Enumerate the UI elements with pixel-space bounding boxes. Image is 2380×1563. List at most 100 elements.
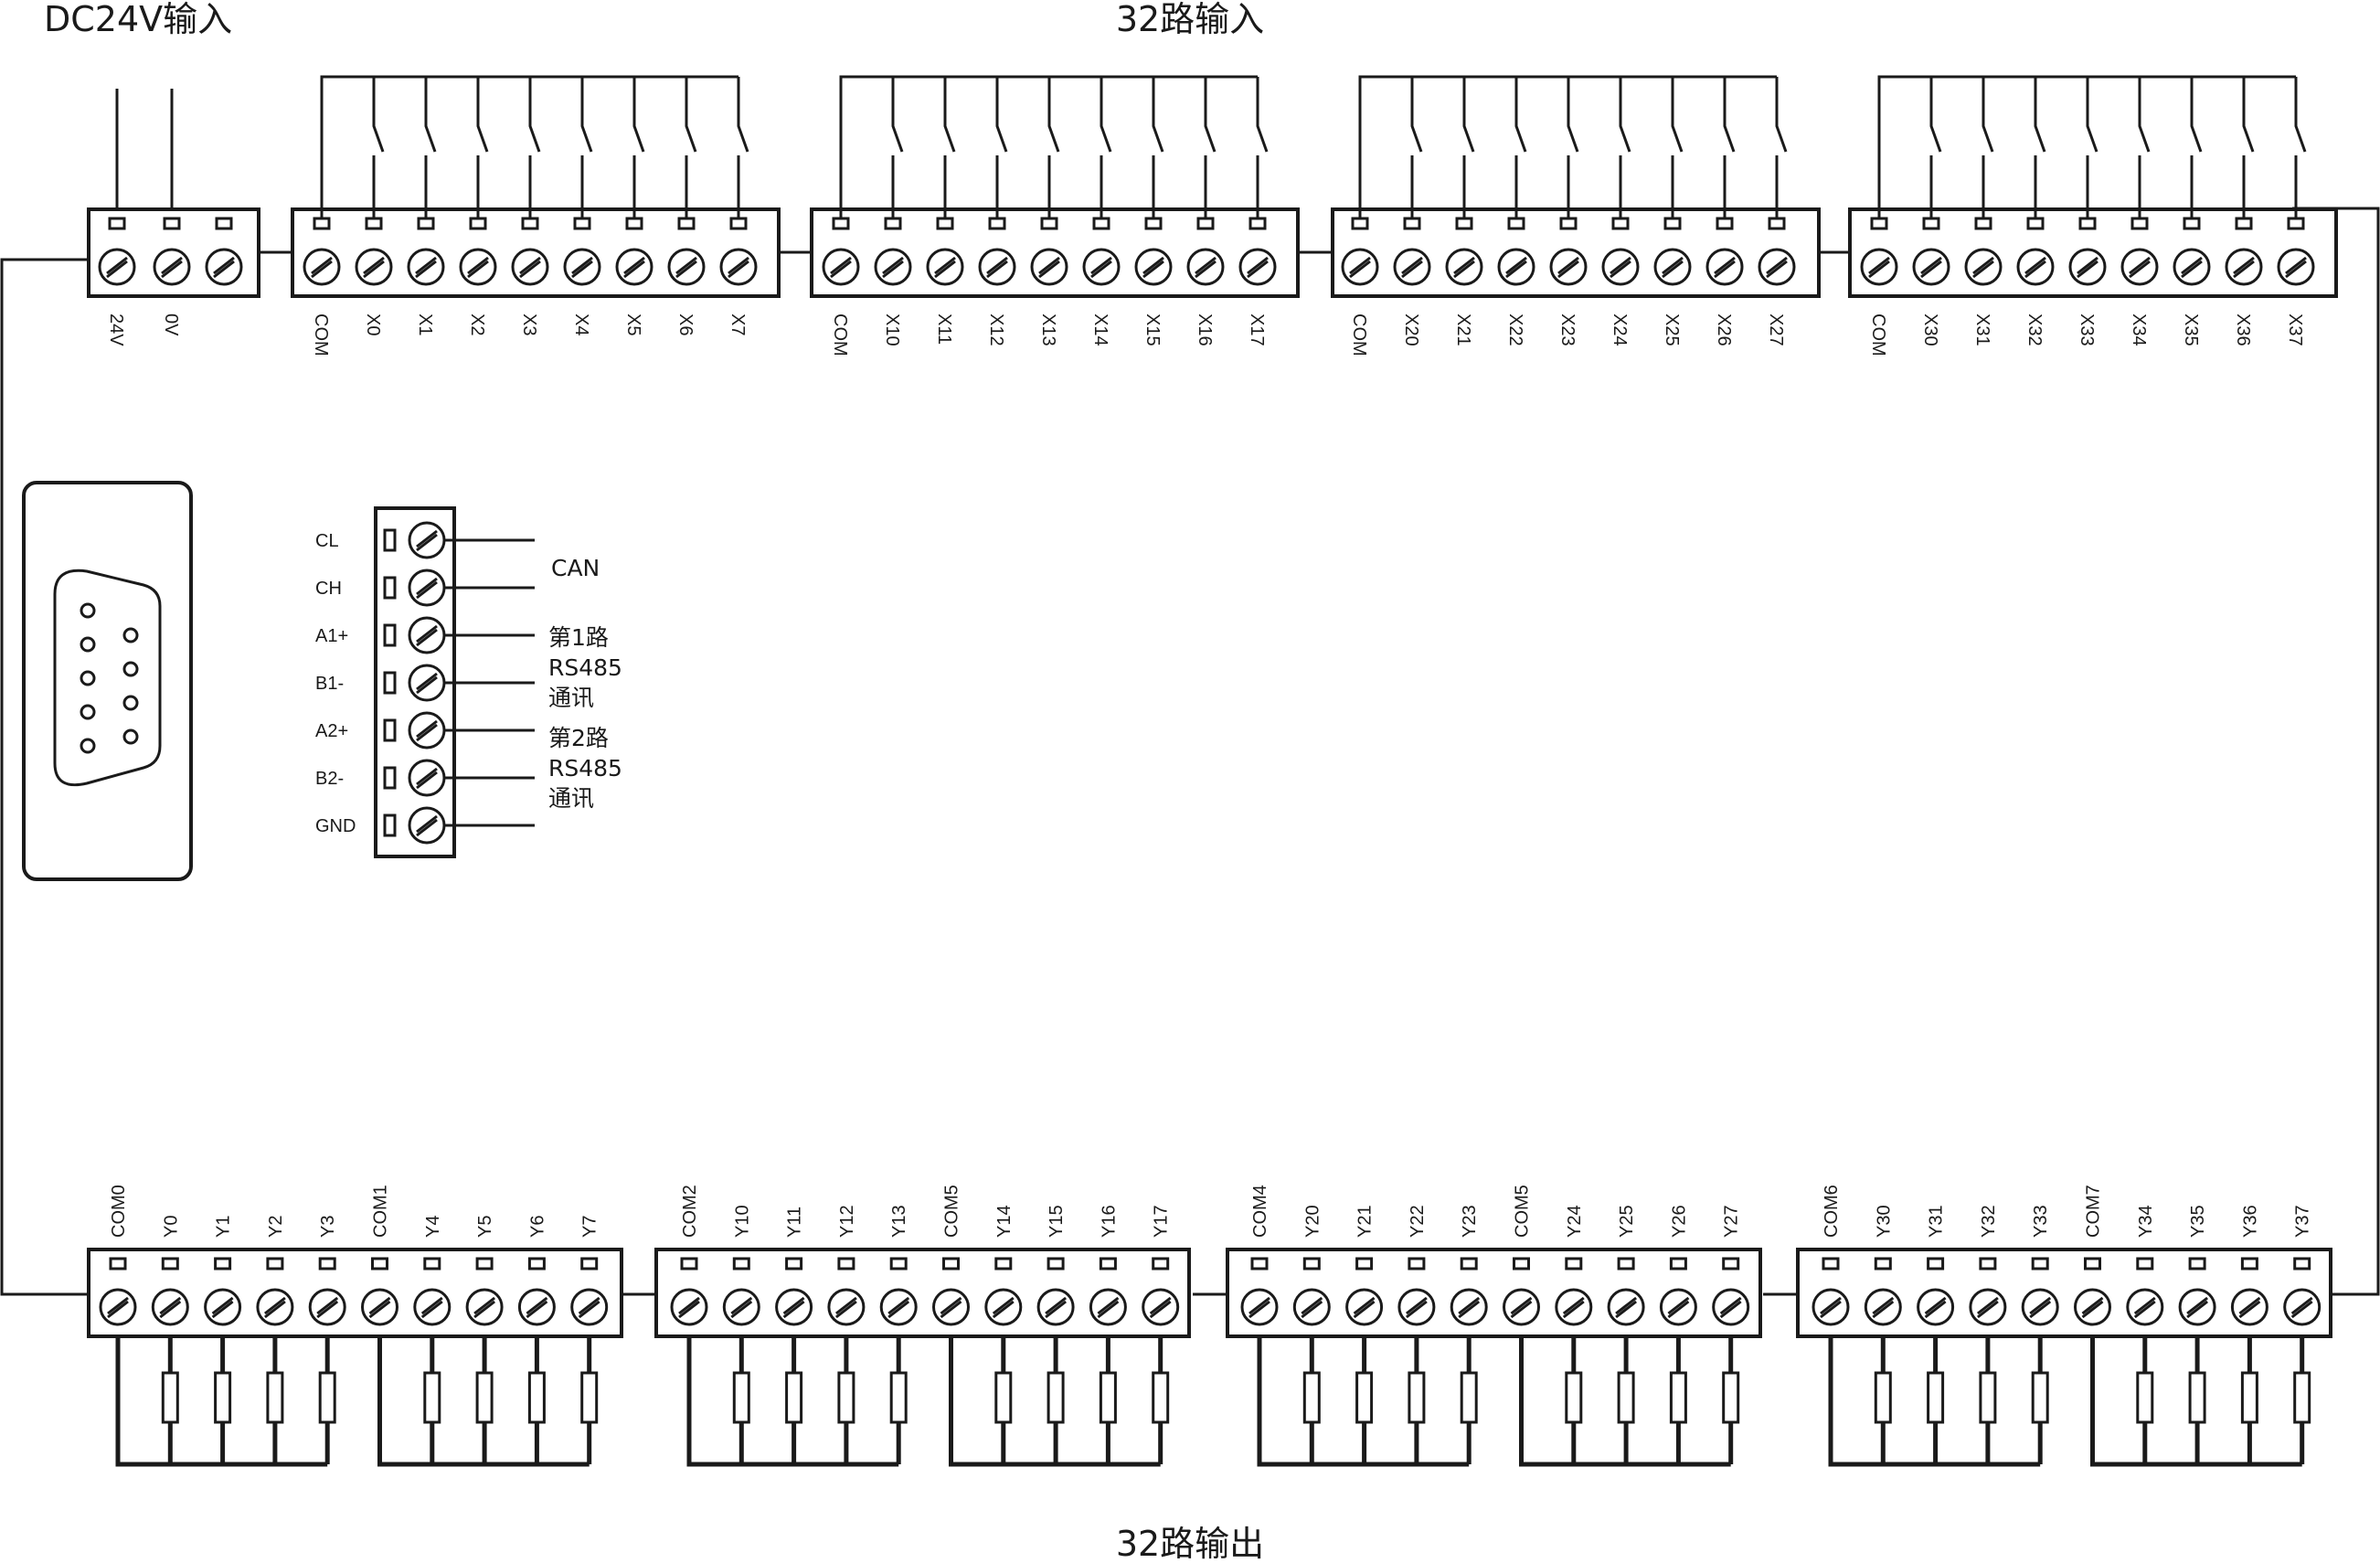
input-indicator [2287, 217, 2305, 230]
output-indicator [318, 1257, 336, 1271]
screw-terminal [1397, 1288, 1436, 1326]
output-indicator [2188, 1257, 2206, 1271]
output-pin-label: COM5 [942, 1185, 962, 1238]
input-pin-label: X4 [571, 314, 591, 335]
screw-terminal [413, 1288, 452, 1326]
comm-pin-label: GND [315, 816, 356, 836]
output-indicator [161, 1257, 179, 1271]
input-switch [528, 77, 541, 218]
screw-terminal [1134, 248, 1173, 286]
input-indicator [2026, 217, 2045, 230]
load-resistor [994, 1371, 1013, 1424]
input-indicator [729, 217, 748, 230]
output-indicator [1047, 1257, 1065, 1271]
output-indicator [1099, 1257, 1117, 1271]
screw-terminal [1964, 248, 2003, 286]
output-common-return [949, 1336, 1161, 1467]
screw-terminal [1497, 248, 1535, 286]
load-resistor [580, 1371, 599, 1424]
screw-terminal [2225, 248, 2263, 286]
output-indicator [1460, 1257, 1478, 1271]
screw-terminal [153, 248, 191, 286]
output-indicator [423, 1257, 441, 1271]
outputs-title: 32路输出 [1116, 1524, 1264, 1563]
load-resistor [1979, 1371, 1997, 1424]
screw-terminal [465, 1288, 504, 1326]
input-pin-label: X33 [2077, 314, 2097, 346]
screw-terminal [204, 1288, 242, 1326]
power-indicator [108, 217, 126, 230]
output-indicator [371, 1257, 388, 1271]
input-switch [2242, 77, 2255, 218]
load-resistor [1152, 1371, 1170, 1424]
screw-terminal [355, 248, 393, 286]
output-pin-label: Y11 [785, 1207, 805, 1238]
input-indicator [1611, 217, 1630, 230]
load-resistor [837, 1371, 855, 1424]
screw-terminal [1549, 248, 1588, 286]
input-indicator [1248, 217, 1267, 230]
output-indicator [2136, 1257, 2154, 1271]
comm-indicator [383, 813, 397, 837]
db9-pin [80, 602, 96, 619]
input-indicator [573, 217, 591, 230]
input-indicator [313, 217, 331, 230]
comm-pin-label: CL [315, 531, 339, 551]
power-indicator [215, 217, 233, 230]
output-pin-label: Y7 [580, 1216, 600, 1238]
screw-terminal [1036, 1288, 1075, 1326]
screw-terminal [670, 1288, 708, 1326]
screw-terminal [2283, 1288, 2322, 1326]
output-common-return [686, 1336, 899, 1467]
input-pin-label: COM [1868, 314, 1888, 356]
input-indicator [2183, 217, 2201, 230]
output-indicator [1669, 1257, 1687, 1271]
output-indicator [1874, 1257, 1892, 1271]
screw-terminal [932, 1288, 970, 1326]
output-pin-label: Y35 [2188, 1205, 2208, 1238]
comm-pin-label: B2- [315, 769, 344, 789]
screw-terminal [511, 248, 549, 286]
input-pin-label: COM [830, 314, 850, 356]
screw-terminal [205, 248, 243, 286]
input-pin-label: X12 [986, 314, 1006, 346]
screw-terminal [1607, 1288, 1645, 1326]
screw-terminal [98, 248, 136, 286]
output-pin-label: Y26 [1669, 1205, 1689, 1238]
db9-shell [53, 569, 162, 787]
inputs-title: 32路输入 [1116, 0, 1264, 39]
input-pin-label: X14 [1090, 314, 1110, 346]
output-indicator [580, 1257, 599, 1271]
screw-terminal [1812, 1288, 1850, 1326]
screw-terminal [1082, 248, 1121, 286]
input-switch [580, 77, 593, 218]
input-indicator [469, 217, 487, 230]
input-switch [1100, 77, 1112, 218]
input-pin-label: X16 [1195, 314, 1215, 346]
output-indicator [942, 1257, 960, 1271]
input-switch [1204, 77, 1217, 218]
screw-terminal [2178, 1288, 2216, 1326]
input-indicator [417, 217, 435, 230]
screw-terminal [984, 1288, 1023, 1326]
comm-pin-label: A2+ [315, 721, 348, 741]
output-common-return [1828, 1336, 2041, 1467]
screw-terminal [1142, 1288, 1180, 1326]
output-pin-label: Y23 [1460, 1205, 1480, 1238]
output-indicator [214, 1257, 232, 1271]
input-pin-label: X13 [1038, 314, 1058, 346]
output-indicator [680, 1257, 698, 1271]
output-pin-label: COM1 [371, 1185, 391, 1238]
load-resistor [214, 1371, 232, 1424]
load-resistor [2136, 1371, 2154, 1424]
input-switch [476, 77, 489, 218]
screw-terminal [1240, 1288, 1279, 1326]
input-indicator [1144, 217, 1163, 230]
screw-terminal [1089, 1288, 1127, 1326]
output-pin-label: Y24 [1565, 1205, 1585, 1238]
